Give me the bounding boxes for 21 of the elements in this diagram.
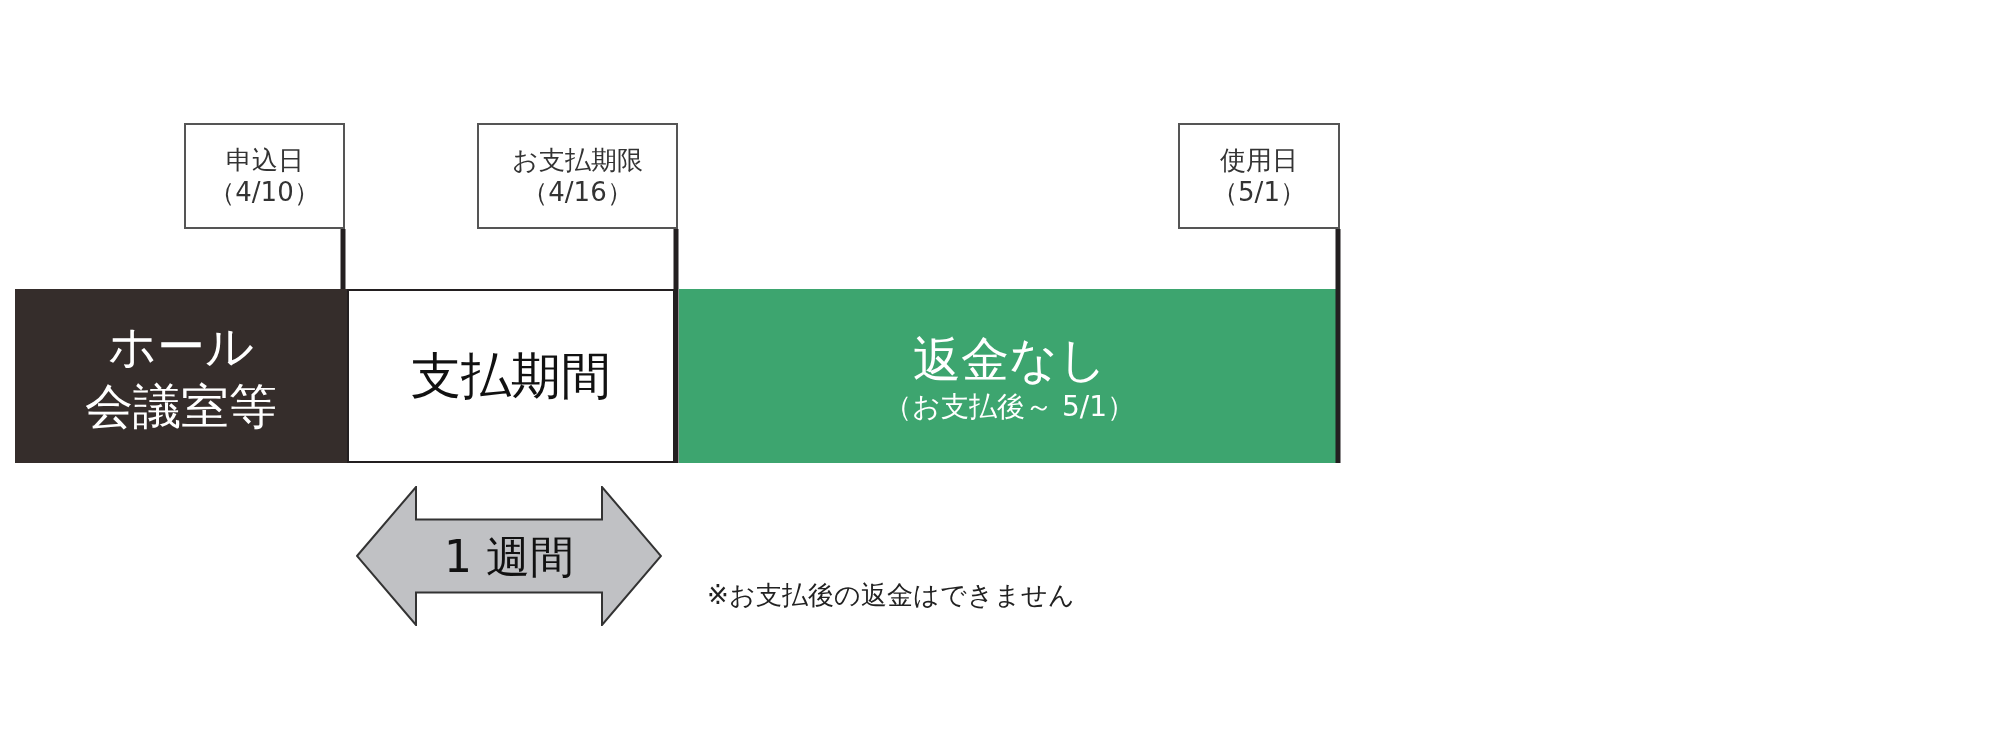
timeline-marker-line	[340, 229, 346, 289]
timeline-marker-line	[1335, 229, 1341, 463]
flag-label: 使用日	[1220, 143, 1298, 176]
double-arrow-shape	[356, 486, 662, 626]
date-flag	[477, 123, 678, 229]
period-label: 支払期間	[411, 345, 611, 407]
flag-label: お支払期限	[512, 143, 643, 176]
note-text: ※お支払後の返金はできません	[707, 579, 1075, 612]
timeline-marker-line	[673, 229, 679, 463]
period-bar	[15, 289, 347, 463]
flag-label: 申込日	[225, 143, 304, 176]
period-bar	[347, 289, 675, 463]
date-text: （4/10）	[209, 176, 320, 209]
period-label: 返金なし	[912, 329, 1107, 389]
date-flag	[1178, 123, 1340, 229]
period-subtitle: （お支払後～ 5/1）	[884, 388, 1135, 424]
period-label: 1 週間	[444, 529, 574, 584]
date-flag	[184, 123, 345, 229]
date-text: （5/1）	[1212, 176, 1306, 209]
period-label: ホール会議室等	[84, 317, 278, 436]
date-text: （4/16）	[522, 176, 633, 209]
